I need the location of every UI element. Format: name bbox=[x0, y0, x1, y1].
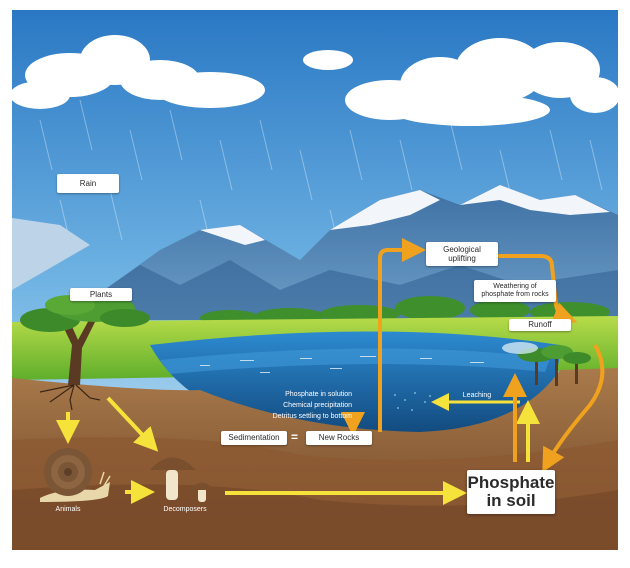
label-decomposers: Decomposers bbox=[163, 506, 207, 513]
arrow-plants-to-decomposers bbox=[106, 396, 159, 452]
arrow-weathering bbox=[498, 254, 578, 326]
cloud-icon bbox=[10, 35, 265, 109]
arrow-uplifting bbox=[378, 238, 426, 432]
label-runoff: Runoff bbox=[509, 319, 571, 331]
mountain bbox=[12, 218, 90, 290]
tree-icon bbox=[20, 294, 150, 411]
label-phosphate-in-soil: Phosphate in soil bbox=[467, 470, 555, 514]
label-plants: Plants bbox=[70, 288, 132, 301]
label-weathering: Weathering of phosphate from rocks bbox=[474, 280, 556, 302]
label-rain: Rain bbox=[57, 174, 119, 193]
cloud-icon bbox=[303, 50, 353, 70]
cloud-icon bbox=[345, 38, 620, 126]
arrow-runoff-to-soil bbox=[542, 344, 605, 473]
label-new-rocks: New Rocks bbox=[306, 431, 372, 445]
label-phosphate-solution: Phosphate in solution Chemical precipita… bbox=[272, 391, 352, 420]
mushroom-icon bbox=[150, 457, 214, 502]
label-geological-uplifting: Geological uplifting bbox=[426, 242, 498, 266]
shrub-icon bbox=[502, 342, 591, 386]
equals-sign: = bbox=[291, 430, 299, 444]
snail-icon bbox=[40, 448, 111, 502]
label-sedimentation: Sedimentation bbox=[221, 431, 287, 445]
label-leaching: Leaching bbox=[462, 392, 492, 399]
label-animals: Animals bbox=[55, 506, 81, 513]
